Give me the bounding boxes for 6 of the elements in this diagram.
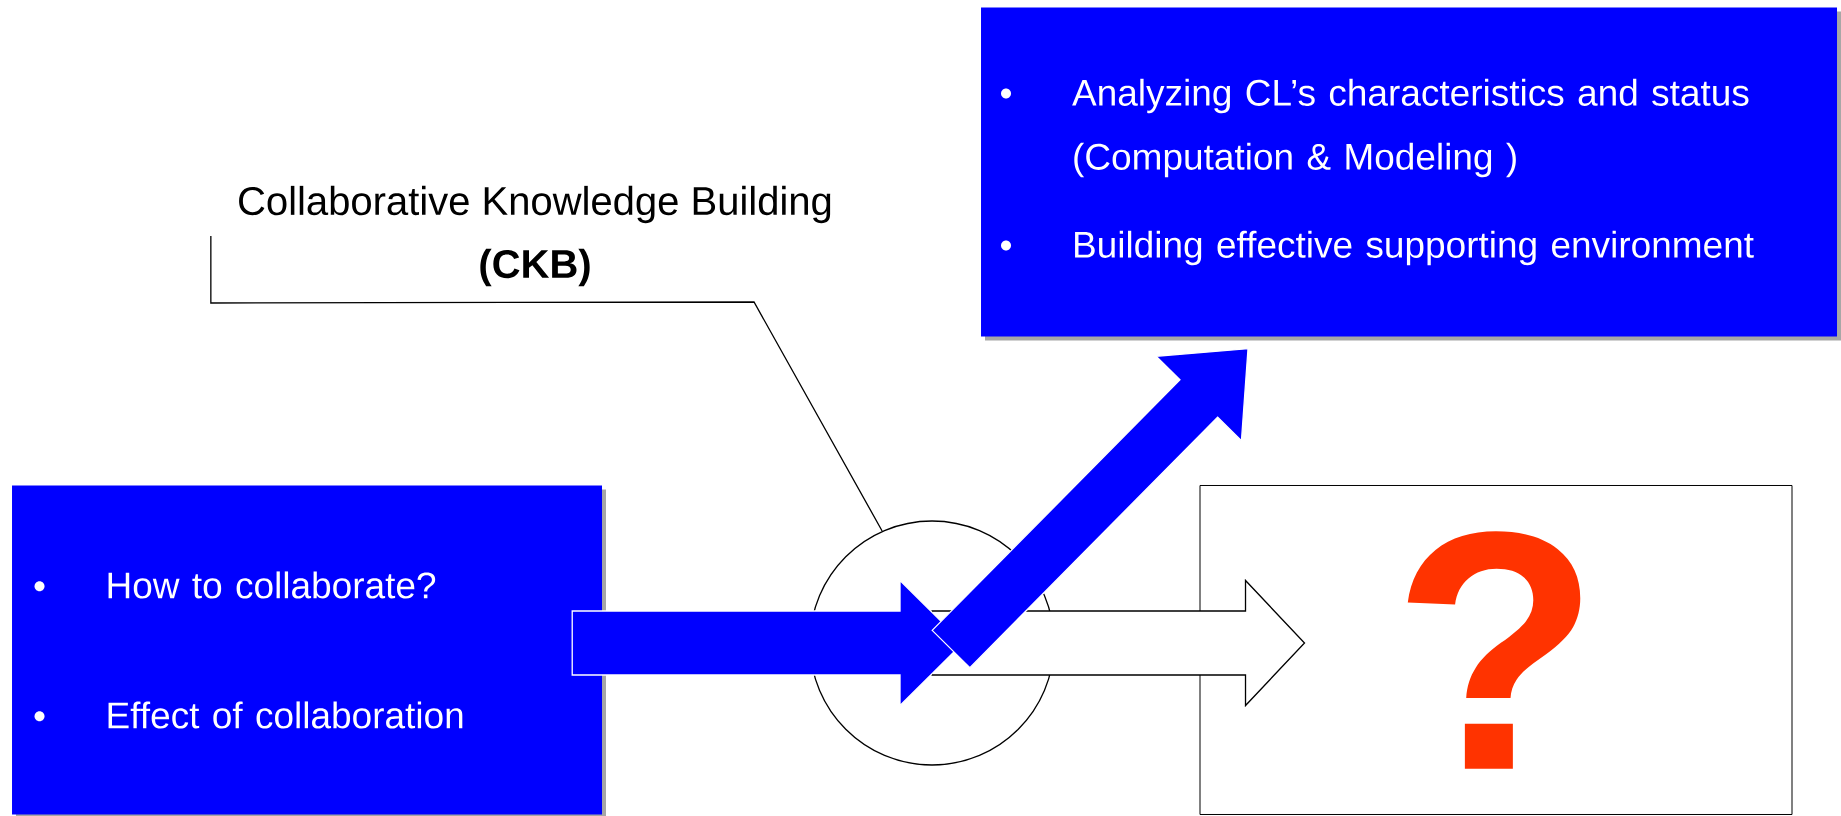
callout-label: Collaborative Knowledge Building (CKB) bbox=[239, 185, 831, 287]
leader-line bbox=[210, 235, 883, 532]
block-arrow bbox=[931, 347, 1249, 669]
bullet-box: Analyzing CL’s characteristics and status (Computation & Modeling ) Building effective supporting environment bbox=[981, 7, 1841, 341]
question-box: ? bbox=[1199, 485, 1793, 815]
bullet-box: How to collaborate? Effect of collaboration bbox=[12, 485, 606, 816]
